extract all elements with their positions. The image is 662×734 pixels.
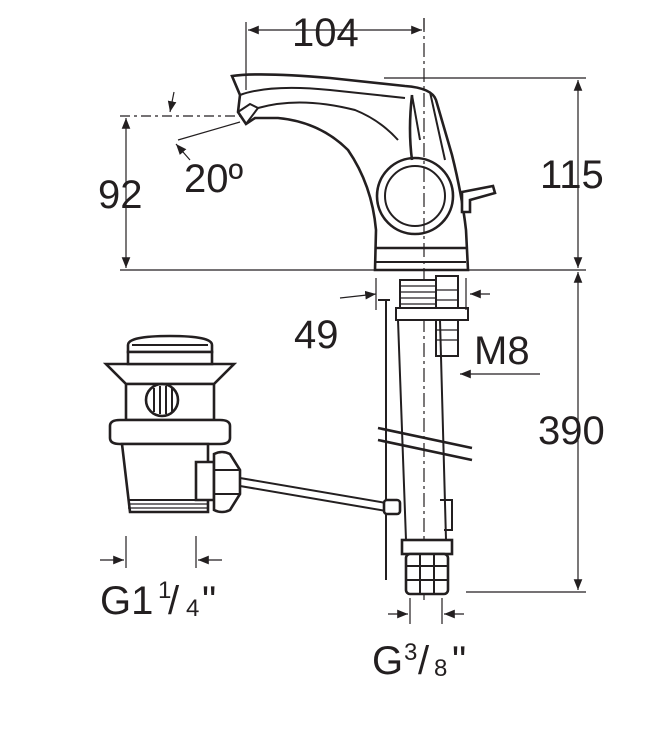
svg-text:G1: G1	[100, 579, 153, 623]
dim-base-diameter: 49	[294, 313, 339, 357]
svg-text:": "	[452, 639, 466, 683]
dim-width-top: 104	[292, 11, 359, 55]
dim-stud-thread: M8	[474, 329, 530, 373]
svg-text:1: 1	[158, 577, 171, 604]
svg-text:/: /	[168, 579, 180, 623]
dim-hose-length: 390	[538, 409, 605, 453]
faucet-body	[230, 73, 497, 272]
svg-text:3: 3	[404, 639, 417, 666]
dim-waste-thread: G1 1 / 4 "	[100, 577, 216, 623]
svg-text:G: G	[372, 639, 403, 683]
dim-height-outlet: 92	[98, 173, 143, 217]
dim-hose-thread: G 3 / 8 "	[372, 639, 466, 683]
dim-angle: 20º	[184, 157, 243, 201]
waste-assembly	[102, 334, 402, 516]
svg-text:8: 8	[434, 655, 447, 682]
dim-height-spout: 115	[540, 153, 604, 197]
svg-text:/: /	[418, 639, 430, 683]
hose-assembly	[377, 275, 473, 596]
dimension-lines	[100, 18, 586, 624]
svg-text:": "	[202, 579, 216, 623]
svg-text:4: 4	[186, 595, 199, 622]
